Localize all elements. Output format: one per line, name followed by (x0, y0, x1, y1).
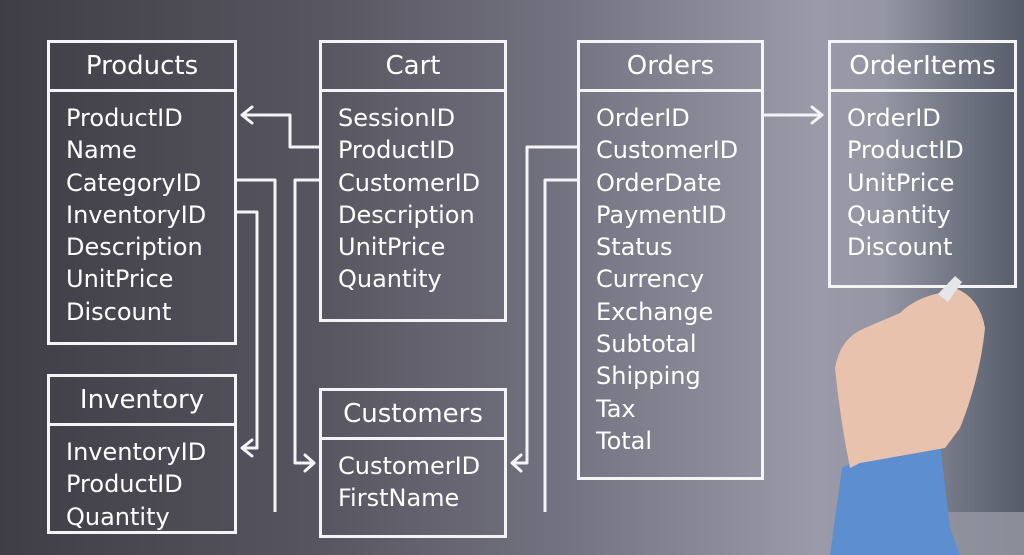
cart-product-link (240, 105, 322, 149)
field: ProductID (66, 470, 183, 499)
field: CustomerID (338, 168, 481, 197)
table-customers: Customers CustomerID FirstName (319, 388, 507, 538)
field: CustomerID (338, 452, 481, 480)
relationship-lines (234, 105, 824, 512)
field: UnitPrice (847, 168, 955, 197)
field: Tax (596, 394, 636, 423)
table-title: OrderItems (831, 43, 1014, 92)
table-products: Products ProductID Name CategoryID Inven… (47, 40, 237, 345)
field: OrderID (847, 104, 941, 132)
field: OrderID (596, 104, 690, 132)
table-title: Inventory (50, 377, 234, 426)
field: UnitPrice (66, 265, 174, 294)
field: ProductID (66, 104, 183, 132)
orders-orderitems-link (761, 105, 824, 125)
orders-customer-link (510, 145, 580, 473)
field: ProductID (847, 136, 964, 165)
field: CategoryID (66, 168, 202, 197)
table-orderitems: OrderItems OrderID ProductID UnitPrice Q… (828, 40, 1017, 288)
field: Shipping (596, 362, 701, 391)
field: SessionID (338, 104, 456, 132)
table-title: Cart (322, 43, 504, 92)
field: ProductID (338, 136, 455, 165)
field: Quantity (338, 265, 442, 294)
field: Description (66, 233, 203, 262)
field: Discount (66, 297, 172, 326)
table-title: Customers (322, 391, 504, 440)
cart-customer-link (293, 178, 322, 473)
field: Currency (596, 265, 705, 294)
table-orders: Orders OrderID CustomerID OrderDate Paym… (577, 40, 764, 480)
field: UnitPrice (338, 233, 446, 262)
field: Exchange (596, 297, 714, 326)
products-category-link (234, 178, 277, 512)
field: Quantity (847, 200, 951, 229)
table-inventory: Inventory InventoryID ProductID Quantity (47, 374, 237, 534)
products-inventory-link (234, 210, 259, 458)
field: Description (338, 200, 475, 229)
field: Name (66, 136, 137, 165)
table-cart: Cart SessionID ProductID CustomerID Desc… (319, 40, 507, 322)
field: InventoryID (66, 438, 207, 466)
field: Subtotal (596, 330, 697, 359)
table-title: Orders (580, 43, 761, 92)
table-title: Products (50, 43, 234, 92)
field: Discount (847, 233, 953, 262)
field: Total (596, 426, 653, 455)
field: Status (596, 233, 673, 262)
field: Quantity (66, 502, 170, 531)
orders-extra-link (543, 178, 580, 512)
field: OrderDate (596, 168, 722, 197)
field: CustomerID (596, 136, 739, 165)
field: InventoryID (66, 200, 207, 229)
field: PaymentID (596, 200, 727, 229)
field: FirstName (338, 484, 460, 513)
